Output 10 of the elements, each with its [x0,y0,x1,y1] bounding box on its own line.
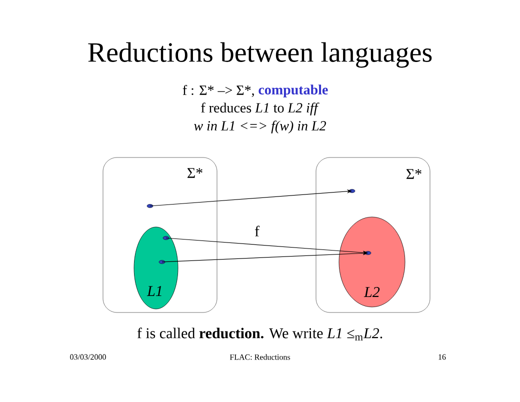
page-number: 16 [438,354,446,360]
date-footer: 03/03/2000 [70,354,106,360]
formula-text: f : Σ* –> Σ*, [182,84,254,97]
slide-title: Reductions between languages [88,42,432,68]
definition-text: f reduces L1 to L2 iff [201,102,320,116]
formula-text: computable [258,84,328,98]
summary-text: f is called reduction. We write L1 ≤$_{m}$L2. [137,328,382,340]
definition-text: w in L1 <=> f(w) in L2 [194,120,326,134]
edge-label: f [254,226,260,236]
footer-text: FLAC: Reductions [230,354,290,360]
